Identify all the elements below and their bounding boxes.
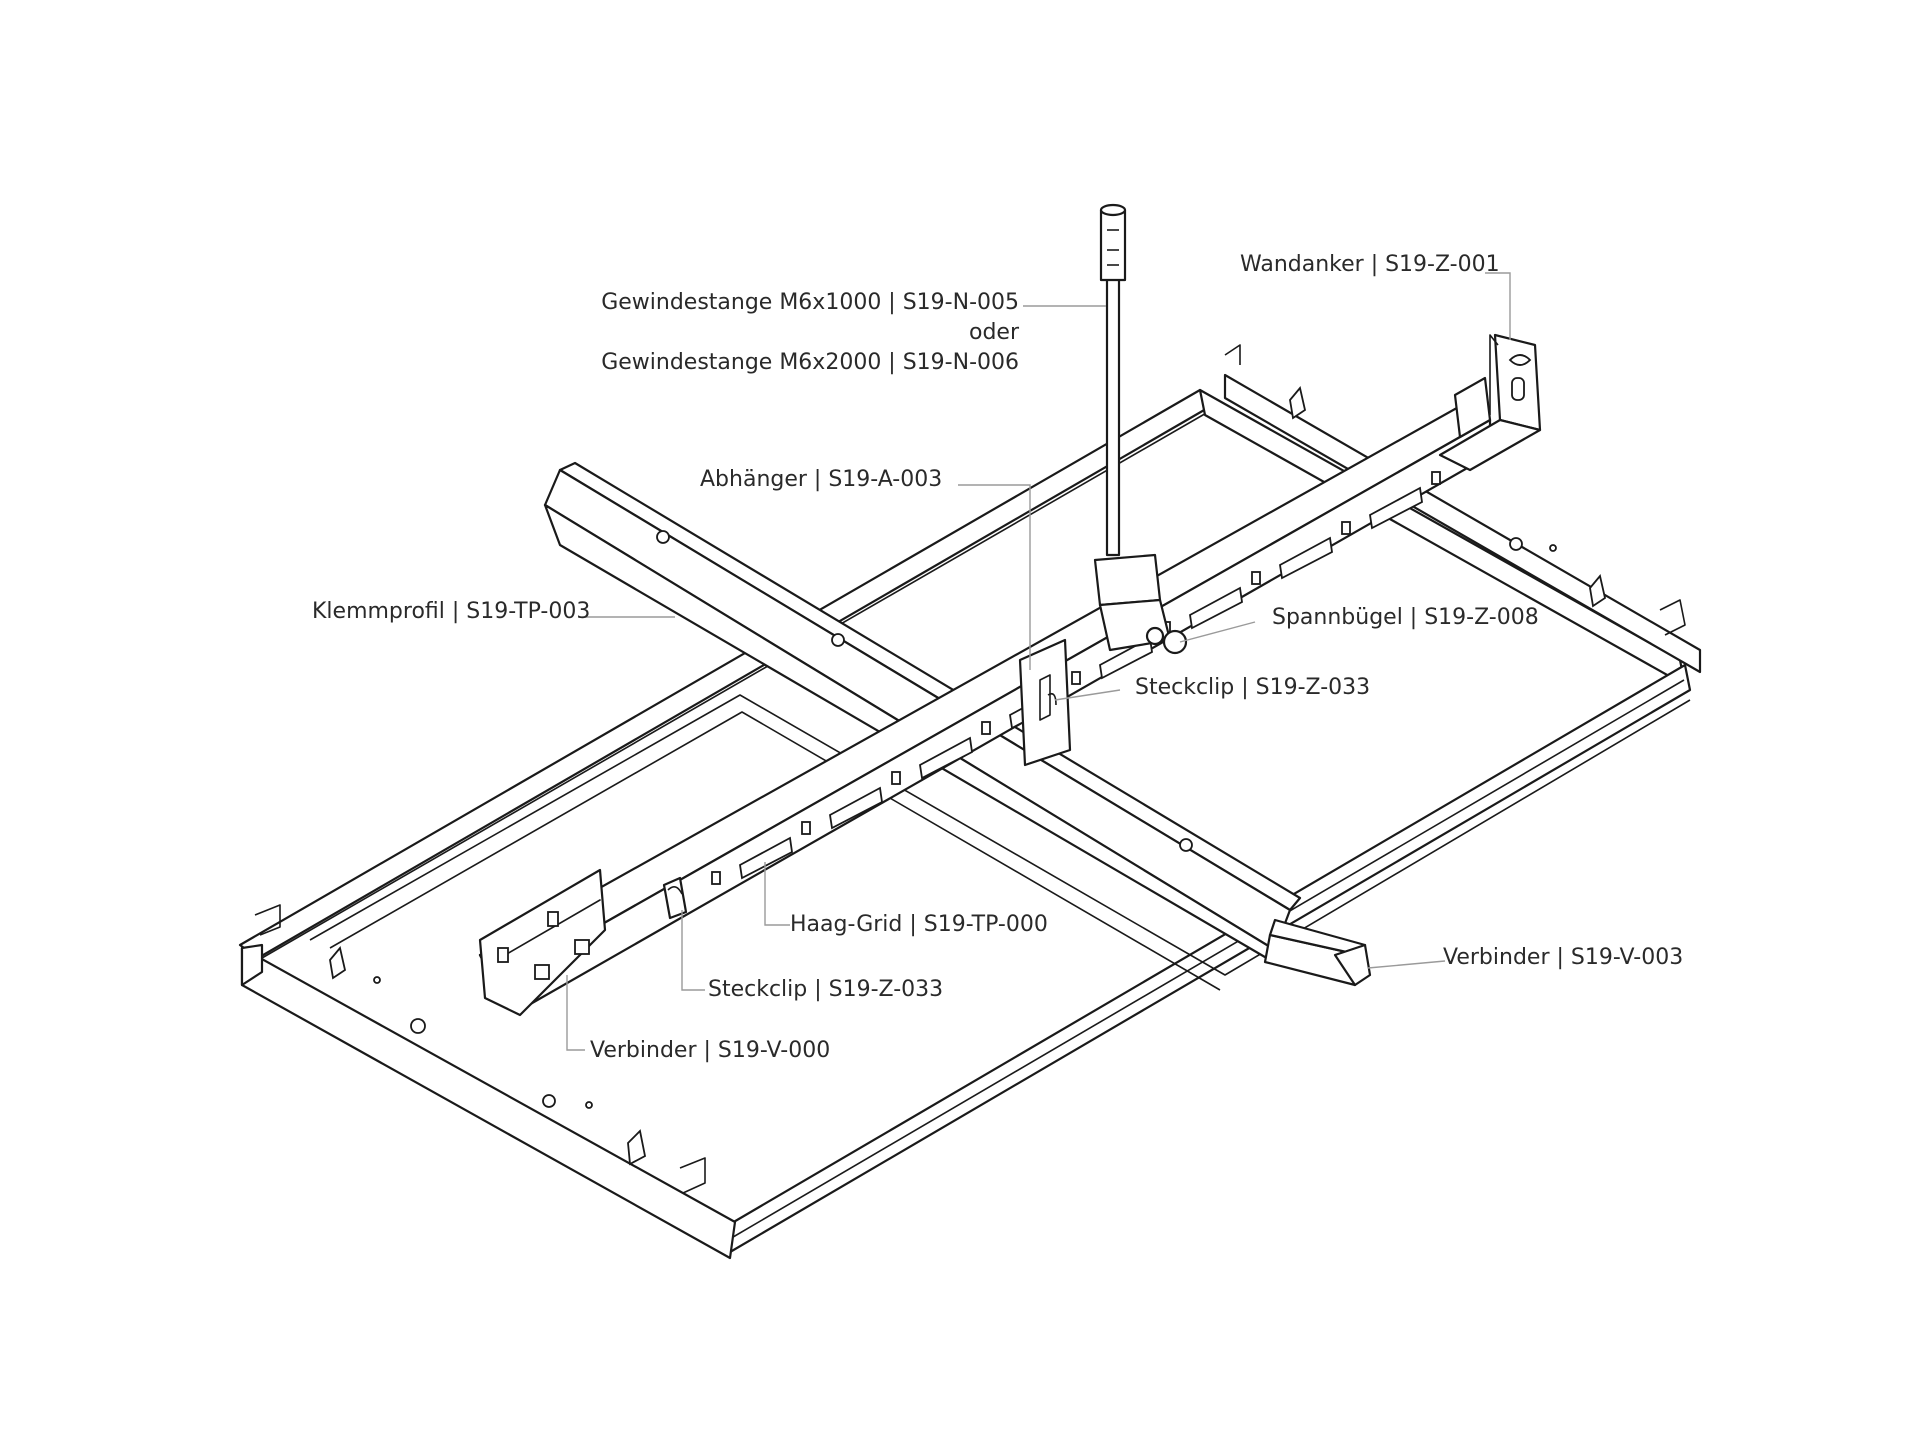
steckclip-lower [662, 876, 688, 920]
verbinder-right [1263, 918, 1372, 987]
label-gewindestange-2: Gewindestange M6x2000 | S19-N-006 [601, 350, 1019, 375]
label-steckclip-lower: Steckclip | S19-Z-033 [708, 977, 944, 1002]
label-verbinder-right: Verbinder | S19-V-003 [1443, 945, 1684, 970]
label-oder: oder [968, 320, 1019, 345]
label-abhaenger: Abhänger | S19-A-003 [700, 467, 943, 492]
label-steckclip-upper: Steckclip | S19-Z-033 [1135, 675, 1371, 700]
gewindestange [1099, 203, 1127, 557]
wandanker [1438, 333, 1542, 472]
label-haag-grid: Haag-Grid | S19-TP-000 [790, 912, 1048, 937]
abhaenger [1018, 553, 1172, 767]
label-spannbuegel: Spannbügel | S19-Z-008 [1272, 605, 1539, 630]
leader-lines [566, 272, 1511, 1051]
label-gewindestange-1: Gewindestange M6x1000 | S19-N-005 [601, 290, 1019, 315]
label-wandanker: Wandanker | S19-Z-001 [1240, 252, 1500, 277]
ceiling-panel-frame [238, 344, 1702, 1260]
label-verbinder-left: Verbinder | S19-V-000 [590, 1038, 831, 1063]
spannbuegel [1145, 626, 1188, 655]
label-klemmprofil: Klemmprofil | S19-TP-003 [312, 599, 591, 624]
verbinder-left [478, 868, 607, 1017]
